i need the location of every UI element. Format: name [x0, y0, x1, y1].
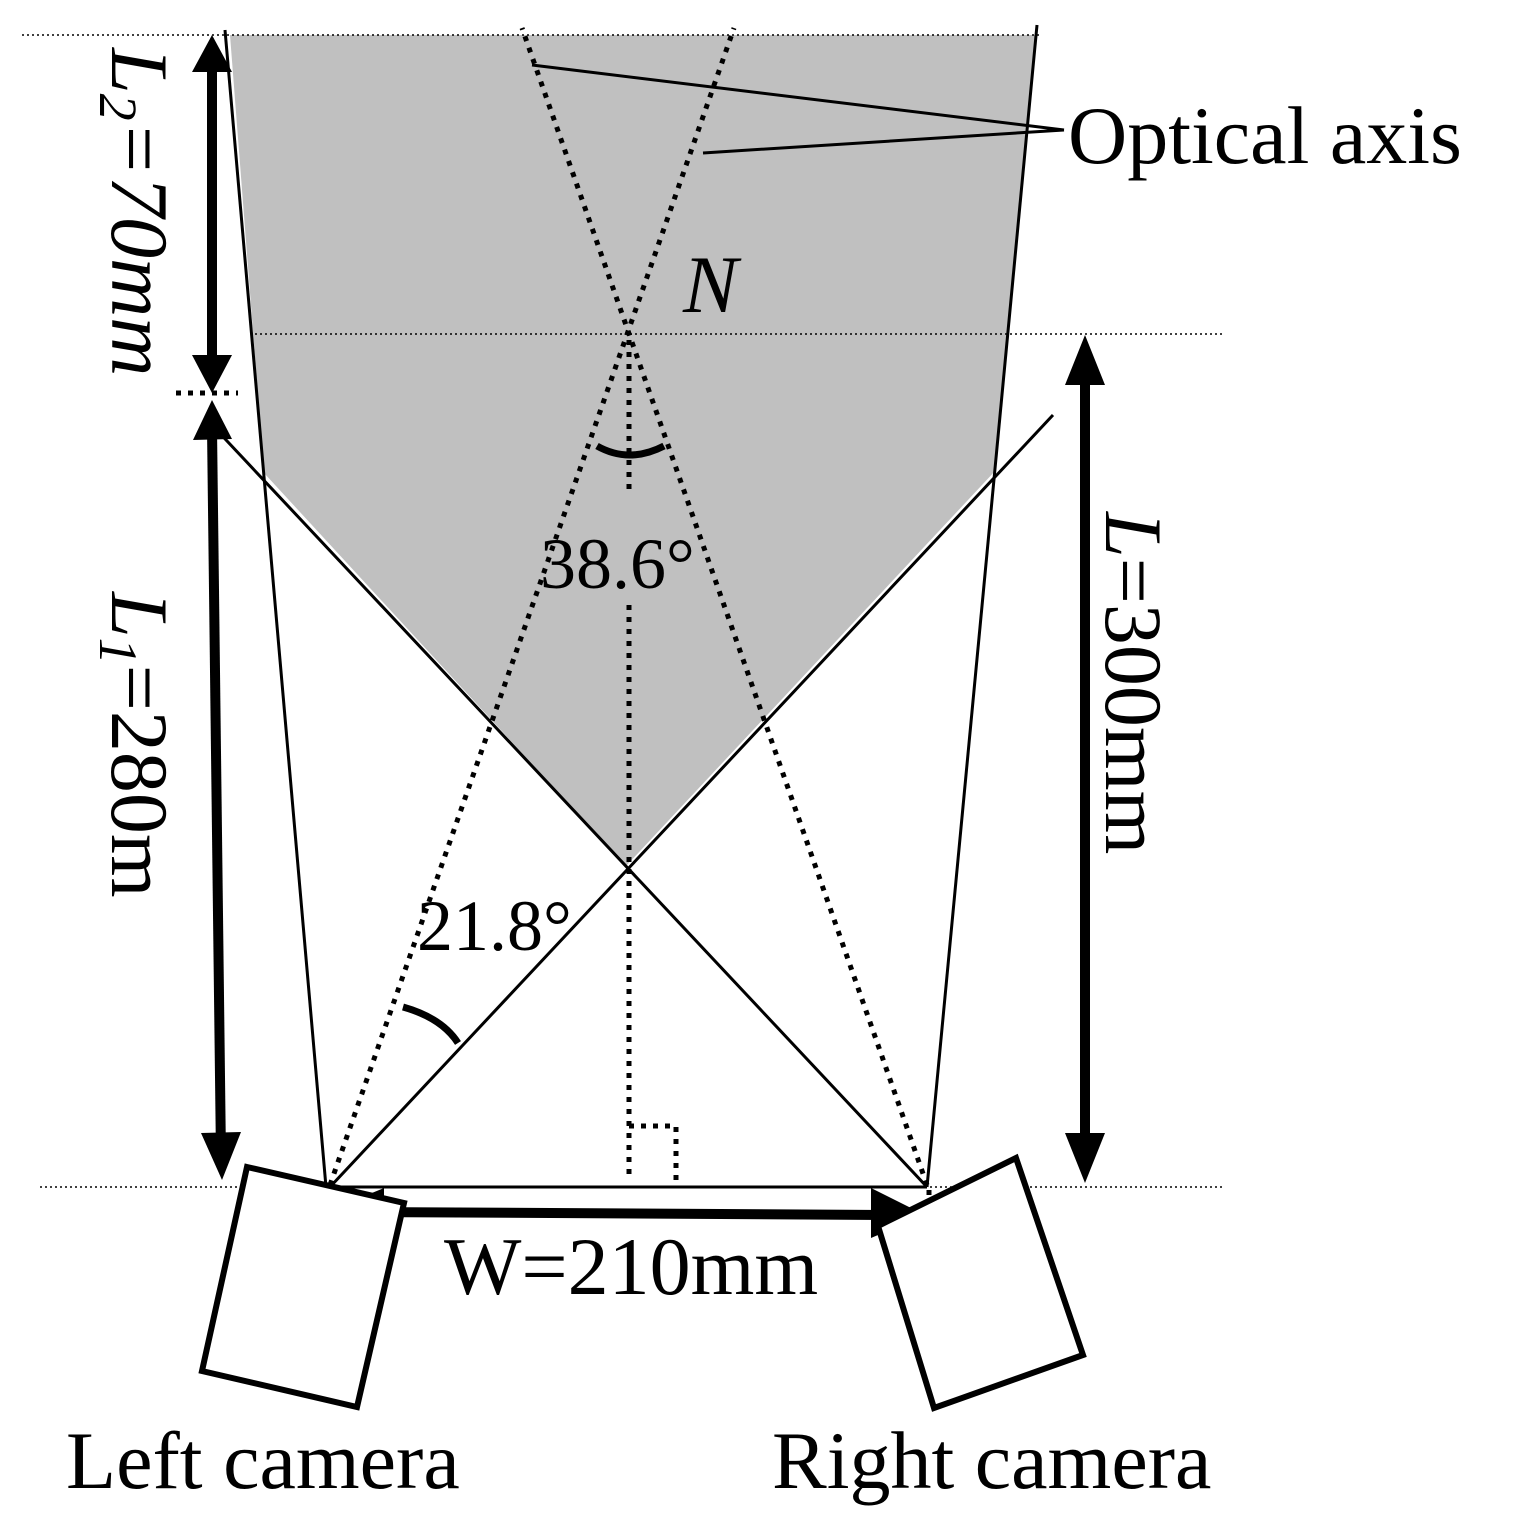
convergence-angle-label: 38.6° [540, 524, 695, 604]
l1-dimension-label: L1=280m [88, 591, 185, 898]
l2-dimension-label: L2=70mm [88, 47, 185, 376]
left-camera-fov-inner [328, 413, 1055, 1189]
optical-axis-label: Optical axis [1068, 90, 1462, 181]
right-angle-marker [629, 1123, 679, 1185]
left-camera-fov-outer [223, 29, 328, 1188]
optical-axis-leader-2 [702, 128, 1065, 155]
fov-angle-label: 21.8° [417, 886, 572, 966]
right-camera-fov-inner [210, 423, 929, 1189]
right-optical-axis [519, 27, 930, 1186]
left-camera [198, 1163, 408, 1411]
right-camera-fov-outer [925, 24, 1039, 1188]
left-camera-label: Left camera [66, 1415, 460, 1506]
baseline-label: W=210mm [444, 1221, 818, 1312]
l2-dimension-arrow [192, 35, 232, 393]
l-dimension-label: L=300mm [1088, 511, 1179, 854]
convergence-angle-arc [595, 442, 666, 459]
fov-angle-arc [402, 1003, 461, 1045]
n-point-label: N [682, 239, 742, 330]
right-camera-label: Right camera [772, 1415, 1211, 1506]
l-dimension-arrow [1065, 335, 1105, 1183]
right-camera [874, 1153, 1087, 1412]
common-view-region [230, 35, 1035, 866]
left-optical-axis [327, 27, 737, 1186]
l1-dimension-arrow [193, 400, 241, 1180]
optical-axis-leader-1 [531, 63, 1065, 132]
